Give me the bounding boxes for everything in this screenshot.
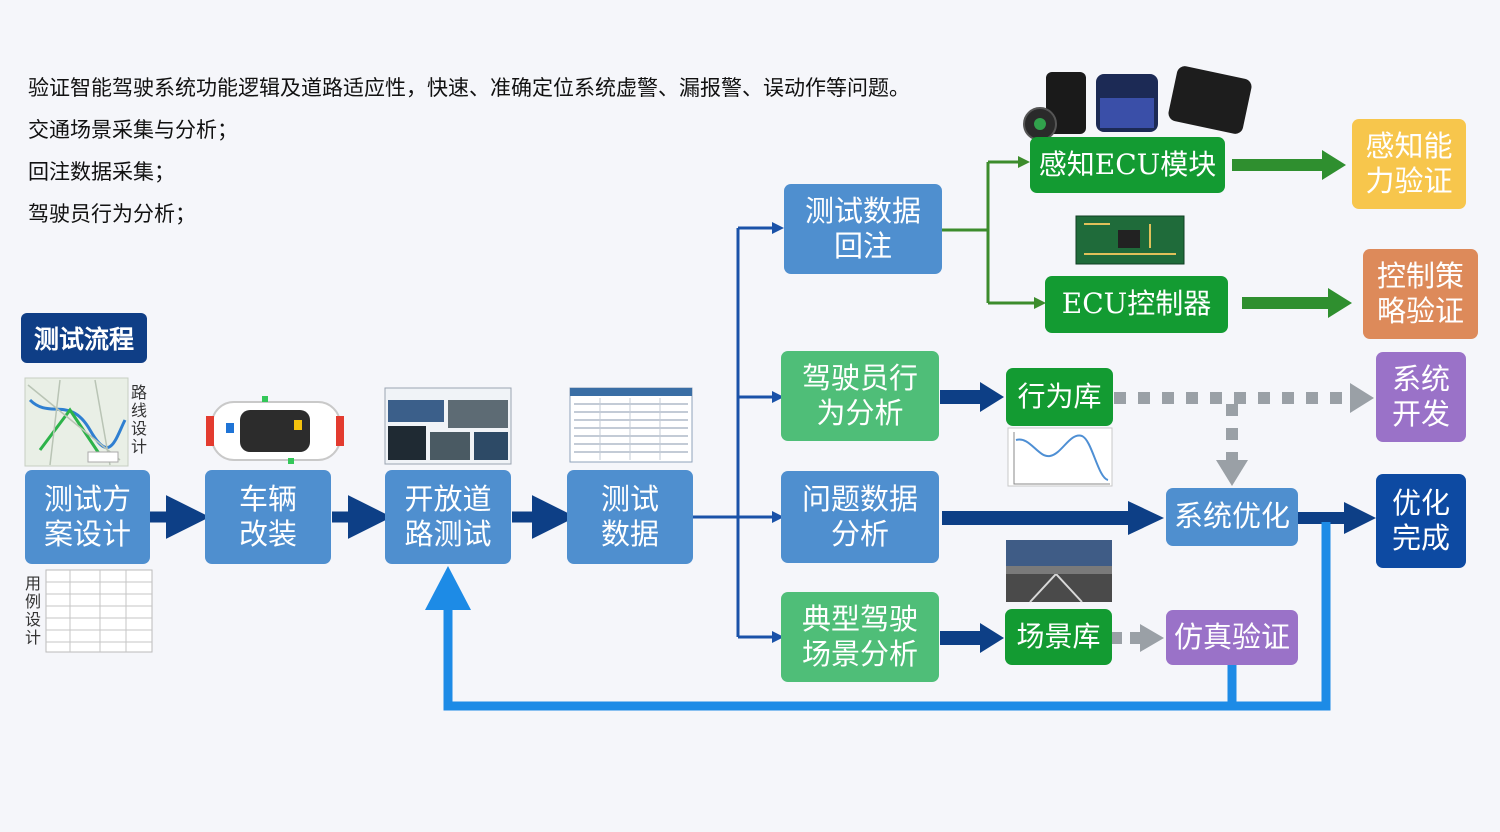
- sensor-devices-image: [1023, 66, 1252, 141]
- node-system-develop: 系统 开发: [1376, 352, 1466, 442]
- node-ecu-controller: ECU控制器: [1045, 276, 1228, 333]
- node-behavior-library: 行为库: [1006, 368, 1113, 426]
- node-simulation-verify: 仿真验证: [1166, 610, 1298, 665]
- dotted-arrows: [1112, 383, 1374, 652]
- behavior-chart-image: [1007, 427, 1113, 487]
- intro-line-3: 回注数据采集；: [28, 160, 175, 184]
- process-title: 测试流程: [21, 313, 147, 363]
- route-design-label: 路线设计: [130, 383, 147, 456]
- node-system-optimize: 系统优化: [1166, 488, 1298, 546]
- road-test-screen-image: [384, 387, 512, 465]
- route-map-image: [24, 377, 129, 467]
- vehicle-image: [206, 396, 344, 464]
- node-optimize-done: 优化 完成: [1376, 474, 1466, 568]
- node-control-verify: 控制策 略验证: [1363, 249, 1478, 339]
- branch-tree: [692, 222, 784, 643]
- node-vehicle-modify: 车辆 改装: [205, 470, 331, 564]
- node-perception-verify: 感知能 力验证: [1352, 119, 1466, 209]
- data-table-image: [569, 387, 693, 463]
- circuit-board-image: [1075, 215, 1185, 265]
- node-scene-library: 场景库: [1005, 609, 1112, 665]
- usecase-table-image: [45, 569, 153, 653]
- road-scene-image: [1006, 540, 1112, 603]
- node-data-inject: 测试数据 回注: [784, 184, 942, 274]
- intro-line-4: 驾驶员行为分析；: [28, 202, 196, 226]
- node-driver-analysis: 驾驶员行 为分析: [781, 351, 939, 441]
- node-test-data: 测试 数据: [567, 470, 693, 564]
- node-scenario-analysis: 典型驾驶 场景分析: [781, 592, 939, 682]
- navy-fat-arrows: [940, 382, 1376, 653]
- node-road-test: 开放道 路测试: [385, 470, 511, 564]
- node-test-plan: 测试方 案设计: [25, 470, 150, 564]
- green-fat-arrows: [1232, 150, 1352, 318]
- feedback-loop: [425, 522, 1331, 711]
- usecase-design-label: 用例设计: [24, 574, 41, 647]
- node-problem-analysis: 问题数据 分析: [781, 471, 939, 563]
- green-branch: [942, 156, 1046, 309]
- intro-line-1: 验证智能驾驶系统功能逻辑及道路适应性，快速、准确定位系统虚警、漏报警、误动作等问…: [28, 76, 910, 100]
- node-perception-ecu: 感知ECU模块: [1030, 137, 1225, 193]
- intro-line-2: 交通场景采集与分析；: [28, 118, 238, 142]
